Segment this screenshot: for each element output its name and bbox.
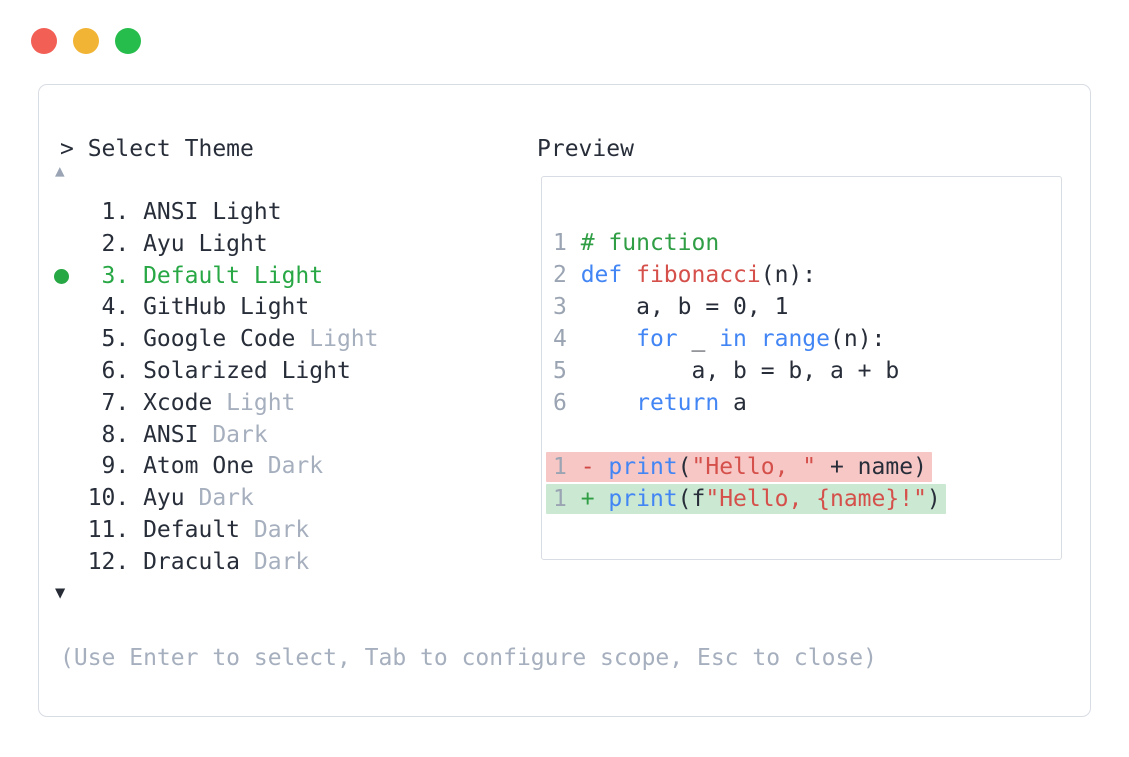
theme-option-label: 1. ANSI [60,199,213,225]
theme-option[interactable]: 7. Xcode Light [60,388,379,420]
theme-option[interactable]: 1. ANSI Light [60,197,379,229]
diff-added-line: 1 + print(f"Hello, {name}!") [546,483,1061,515]
code-line: 1 # function [553,230,720,256]
theme-option-variant: Light [198,230,268,257]
theme-option-label: 10. Ayu [60,485,199,512]
theme-option-variant: Dark [253,548,310,575]
help-text: (Use Enter to select, Tab to configure s… [60,645,877,671]
diff-removed-highlight: 1 - print("Hello, " + name) [546,452,932,482]
theme-option-label: 8. ANSI [60,421,213,448]
blank-line [553,419,1061,451]
theme-option-variant: Light [240,294,310,321]
theme-option-variant: Dark [253,516,310,543]
theme-option-label: 5. Google Code [60,326,310,353]
theme-option-label: 9. Atom One [60,453,268,480]
theme-selector-panel: > Select Theme ▲ 1. ANSI Light 2. Ayu Li… [38,84,1091,717]
theme-option-label: 4. GitHub [60,294,241,321]
window-controls [31,28,161,54]
code-line: 4 for _ in range(n): [553,326,886,352]
code-line: 5 a, b = b, a + b [553,358,900,384]
theme-option[interactable]: 9. Atom One Dark [60,451,379,483]
minimize-button[interactable] [73,28,99,54]
theme-option-variant: Light [281,357,351,384]
theme-option[interactable]: 6. Solarized Light [60,356,379,388]
theme-option-variant: Dark [198,485,254,512]
diff-removed-line: 1 - print("Hello, " + name) [546,451,1061,483]
close-button[interactable] [31,28,57,54]
theme-option-label: 12. Dracula [60,548,254,575]
code-line: 6 return a [553,390,747,416]
code-line: 2 def fibonacci(n): [553,262,817,288]
scroll-down-icon[interactable]: ▼ [55,583,66,603]
theme-option-label: 2. Ayu [60,230,199,257]
theme-option[interactable]: 10. Ayu Dark [60,483,379,515]
theme-option-label: 3. Default [60,262,254,289]
theme-option[interactable]: 4. GitHub Light [60,292,379,324]
theme-option[interactable]: 5. Google Code Light [60,324,379,356]
preview-title: Preview [537,136,634,162]
theme-option[interactable]: 11. Default Dark [60,515,379,547]
scroll-up-icon[interactable]: ▲ [55,161,65,180]
zoom-button[interactable] [115,28,141,54]
theme-option-variant: Light [309,326,379,353]
theme-list: 1. ANSI Light 2. Ayu Light 3. Default Li… [54,197,379,579]
diff-added-highlight: 1 + print(f"Hello, {name}!") [546,484,946,514]
theme-option-variant: Light [226,389,296,416]
theme-prompt: > Select Theme [60,136,254,162]
theme-option-variant: Dark [212,421,268,448]
theme-option[interactable]: 8. ANSI Dark [60,420,379,452]
theme-option-variant: Light [212,199,282,225]
theme-option[interactable]: 3. Default Light [54,261,379,293]
theme-option-label: 7. Xcode [60,389,227,416]
theme-option[interactable]: 2. Ayu Light [60,229,379,261]
theme-option-variant: Light [253,262,324,289]
theme-option-variant: Dark [267,453,324,480]
theme-option-label: 6. Solarized [60,357,282,384]
code-line: 3 a, b = 0, 1 [553,294,789,320]
selected-indicator-dot [54,268,69,284]
preview-pane: 1 # function 2 def fibonacci(n): 3 a, b = … [541,176,1062,560]
theme-option-label: 11. Default [60,516,254,543]
theme-option[interactable]: 12. Dracula Dark [60,547,379,579]
